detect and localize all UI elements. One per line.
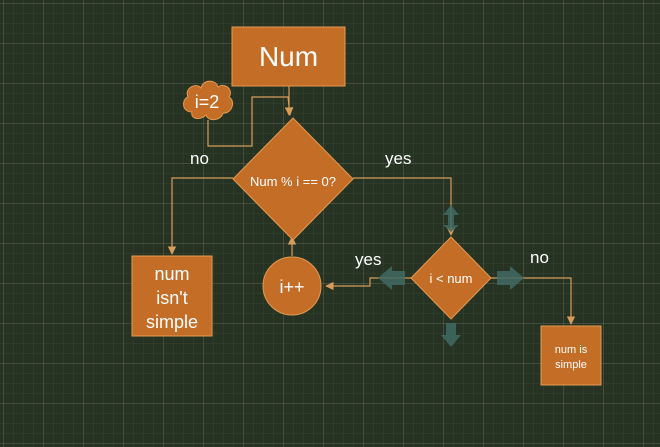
node-not-simple[interactable]: num isn't simple (131, 255, 213, 337)
node-check-less[interactable]: i < num (410, 236, 492, 320)
node-check-divisible[interactable]: Num % i == 0? (232, 117, 354, 241)
node-start[interactable]: Num (231, 26, 346, 87)
node-check-less-label: i < num (430, 271, 473, 286)
connector-init-to-decision[interactable] (207, 96, 294, 147)
node-is-simple[interactable]: num is simple (540, 325, 602, 386)
edge-label-less-no: no (530, 248, 549, 267)
edge-label-less-yes: yes (355, 250, 381, 269)
hover-arrow-left-icon[interactable] (378, 266, 405, 290)
node-increment[interactable]: i++ (262, 256, 322, 316)
node-increment-label: i++ (279, 277, 304, 297)
hover-arrow-down-icon[interactable] (441, 323, 461, 347)
node-not-simple-line-2: isn't (156, 288, 187, 308)
node-check-divisible-label: Num % i == 0? (250, 174, 336, 189)
node-not-simple-line-3: simple (146, 312, 198, 332)
connector-divisible-yes[interactable] (353, 177, 456, 236)
node-not-simple-line-1: num (154, 264, 189, 284)
edge-label-divisible-no: no (190, 149, 209, 168)
hover-arrows (378, 205, 524, 347)
node-init[interactable]: i=2 (183, 80, 234, 121)
hover-arrow-right-icon[interactable] (497, 266, 524, 290)
node-is-simple-line-1: num is (555, 344, 588, 356)
hover-arrow-up-icon[interactable] (443, 205, 459, 232)
cloud-shape (183, 80, 234, 121)
node-start-label: Num (259, 41, 318, 72)
node-is-simple-line-2: simple (555, 359, 587, 371)
edge-label-divisible-yes: yes (385, 149, 411, 168)
connector-divisible-no[interactable] (167, 177, 233, 255)
node-init-label: i=2 (195, 92, 220, 112)
